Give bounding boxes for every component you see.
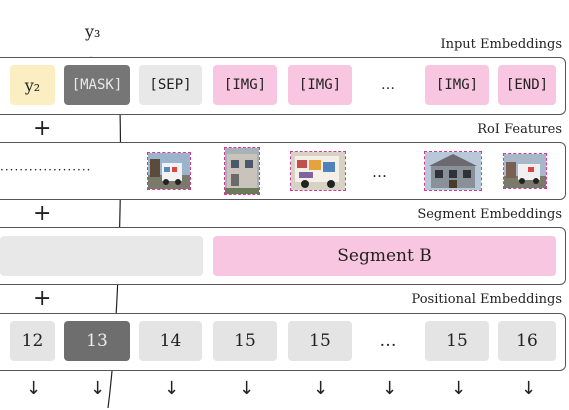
token-sep: [SEP]	[139, 65, 202, 105]
token-mask: [MASK]	[64, 65, 130, 105]
positional-embeddings-label: Positional Embeddings	[411, 292, 563, 307]
roi-thumbnail-3	[290, 151, 346, 191]
position-16: 16	[498, 321, 556, 361]
output-arrow-6: ↓	[382, 378, 398, 399]
segment-b-block: Segment B	[213, 236, 556, 276]
token-img-1: [IMG]	[213, 65, 277, 105]
token-img-3: [IMG]	[425, 65, 489, 105]
roi-ellipsis: …	[372, 163, 387, 181]
roi-thumbnail-1	[147, 152, 191, 190]
output-arrow-5: ↓	[313, 378, 329, 399]
roi-thumbnail-5	[503, 153, 547, 189]
roi-thumbnail-4	[424, 151, 482, 191]
token-img-2: [IMG]	[288, 65, 352, 105]
token-ellipsis: …	[381, 77, 395, 93]
token-y2: y₂	[10, 65, 55, 105]
position-13: 13	[64, 321, 130, 361]
output-arrow-1: ↓	[26, 378, 42, 399]
position-14: 14	[139, 321, 202, 361]
position-15-c: 15	[425, 321, 489, 361]
y3-label: y₃	[85, 22, 101, 41]
position-12: 12	[10, 321, 55, 361]
position-15-b: 15	[288, 321, 352, 361]
plus-1: +	[33, 116, 52, 141]
plus-2: +	[33, 201, 52, 226]
output-arrow-2: ↓	[90, 378, 106, 399]
roi-dotted-leader: ···················	[0, 163, 92, 177]
segment-a-block	[0, 236, 203, 276]
position-15-a: 15	[213, 321, 277, 361]
roi-features-label: RoI Features	[477, 122, 562, 137]
input-embeddings-label: Input Embeddings	[440, 37, 562, 52]
output-arrow-3: ↓	[164, 378, 180, 399]
output-arrow-4: ↓	[239, 378, 255, 399]
segment-embeddings-label: Segment Embeddings	[417, 207, 562, 222]
output-arrow-8: ↓	[521, 378, 537, 399]
position-ellipsis: …	[379, 331, 397, 351]
plus-3: +	[33, 286, 52, 311]
output-arrow-7: ↓	[451, 378, 467, 399]
token-end: [END]	[498, 65, 556, 105]
roi-thumbnail-2	[224, 147, 260, 195]
